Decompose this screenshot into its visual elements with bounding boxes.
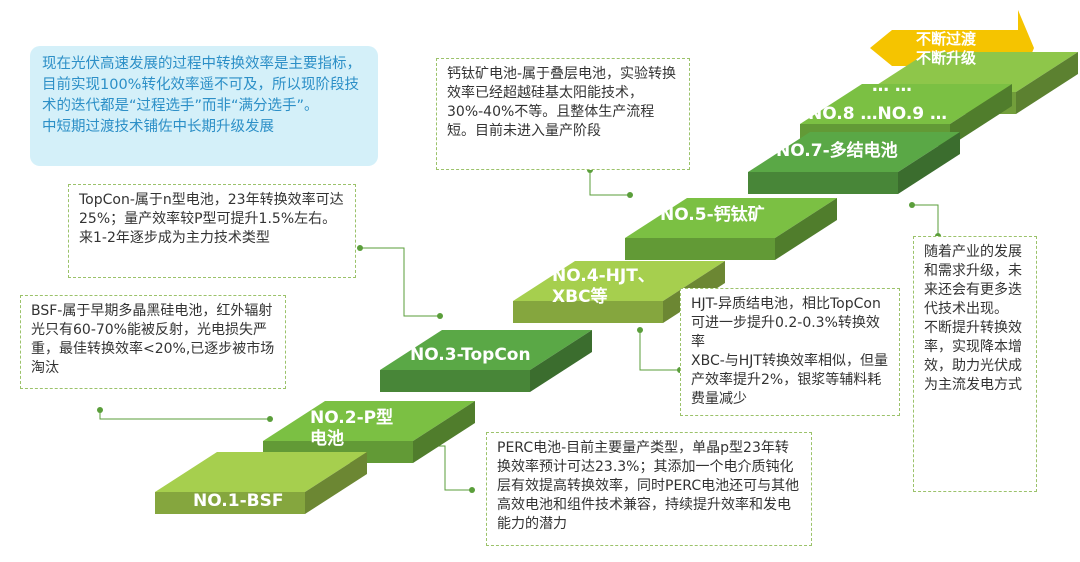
note-topcon: TopCon-属于n型电池，23年转换效率可达25%；量产效率较P型可提升1.5… bbox=[68, 184, 356, 278]
step-side-face-5 bbox=[775, 198, 837, 260]
step-slab-3 bbox=[380, 330, 592, 392]
step-top-face-6 bbox=[748, 132, 960, 172]
connector-dot-6-0 bbox=[909, 202, 915, 208]
connector-line-1 bbox=[589, 170, 630, 196]
step-top-face-4 bbox=[513, 261, 725, 301]
connector-dot-2-0 bbox=[357, 245, 363, 251]
intro-note: 现在光伏高速发展的过程中转换效率是主要指标，目前实现100%转化效率遥不可及，所… bbox=[30, 46, 378, 166]
step-slab-6 bbox=[748, 132, 960, 194]
step-slab-5 bbox=[625, 198, 837, 260]
connector-dot-4-2 bbox=[637, 327, 643, 333]
step-label-future: … … bbox=[872, 76, 912, 96]
step-top-face-7 bbox=[800, 84, 1012, 124]
note-hjt-xbc: HJT-异质结电池，相比TopCon可进一步提升0.2-0.3%转换效率 XBC… bbox=[680, 288, 900, 416]
connector-dot-2-3 bbox=[437, 313, 443, 319]
step-front-face-4 bbox=[513, 301, 663, 323]
step-label-4: NO.4-HJT、 XBC等 bbox=[552, 266, 655, 307]
step-side-face-1 bbox=[305, 452, 367, 514]
connector-dot-1-2 bbox=[627, 192, 633, 198]
step-label-3: NO.3-TopCon bbox=[410, 345, 531, 365]
step-side-face-3 bbox=[530, 330, 592, 392]
step-top-face-1 bbox=[155, 452, 367, 492]
connector-dot-3-0 bbox=[97, 407, 103, 413]
step-label-1: NO.1-BSF bbox=[193, 491, 284, 511]
progress-arrow bbox=[870, 10, 1034, 86]
step-label-5: NO.5-钙钛矿 bbox=[660, 205, 765, 225]
step-top-face-5 bbox=[625, 198, 837, 238]
step-front-face-6 bbox=[748, 172, 898, 194]
connector-line-3 bbox=[99, 410, 270, 420]
step-label-8-9: NO.8 …NO.9 … bbox=[808, 104, 948, 124]
connector-dot-3-2 bbox=[267, 416, 273, 422]
step-side-face-7 bbox=[950, 84, 1012, 146]
step-top-face-3 bbox=[380, 330, 592, 370]
connector-dot-5-0 bbox=[469, 487, 475, 493]
connector-line-2 bbox=[360, 247, 440, 317]
note-perc: PERC电池-目前主要量产类型，单晶p型23年转换效率预计可达23.3%；其添加… bbox=[486, 432, 812, 546]
connector-line-6 bbox=[912, 204, 939, 236]
step-front-face-5 bbox=[625, 238, 775, 260]
step-front-face-1 bbox=[155, 492, 305, 514]
step-slab-1 bbox=[155, 452, 367, 514]
step-slab-4 bbox=[513, 261, 725, 323]
step-label-2: NO.2-P型 电池 bbox=[310, 408, 394, 449]
note-perovskite: 钙钛矿电池-属于叠层电池，实验转换效率已经超越硅基太阳能技术，30%-40%不等… bbox=[436, 58, 690, 170]
step-front-face-3 bbox=[380, 370, 530, 392]
step-label-7: NO.7-多结电池 bbox=[776, 141, 898, 161]
arrow-label: 不断过渡 不断升级 bbox=[915, 30, 976, 67]
note-bsf: BSF-属于早期多晶黑硅电池，红外辐射光只有60-70%能被反射，光电损失严重，… bbox=[20, 295, 286, 389]
step-side-face-6 bbox=[898, 132, 960, 194]
connector-line-4 bbox=[639, 330, 680, 371]
step-side-face-8 bbox=[1016, 52, 1078, 114]
step-side-face-2 bbox=[413, 401, 475, 463]
step-top-face-2 bbox=[263, 401, 475, 441]
note-future: 随着产业的发展和需求升级，未来还会有更多迭代技术出现。 不断提升转换效率，实现降… bbox=[913, 236, 1037, 492]
step-top-face-8 bbox=[866, 52, 1078, 92]
